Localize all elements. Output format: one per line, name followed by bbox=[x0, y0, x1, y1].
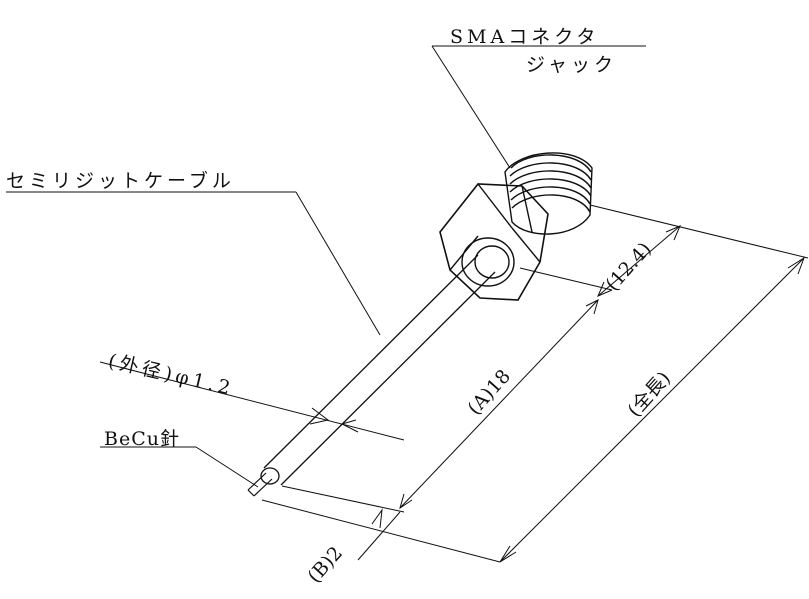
dimension-lines bbox=[261, 204, 809, 563]
leader-lines bbox=[6, 45, 646, 488]
dim-a-label: (A)18 bbox=[463, 365, 515, 419]
sma-jack-label: ジャック bbox=[526, 54, 618, 76]
becu-needle-label: BeCu針 bbox=[104, 428, 180, 450]
dim-b-label: (B)2 bbox=[303, 542, 347, 587]
sma-connector bbox=[439, 152, 593, 301]
semi-rigid-cable-label: セミリジットケーブル bbox=[6, 170, 235, 192]
semi-rigid-cable bbox=[260, 254, 496, 486]
becu-needle bbox=[247, 472, 273, 497]
dim-connector-length-label: (12.4) bbox=[601, 238, 656, 295]
sma-connector-label: SMAコネクタ bbox=[450, 26, 600, 48]
